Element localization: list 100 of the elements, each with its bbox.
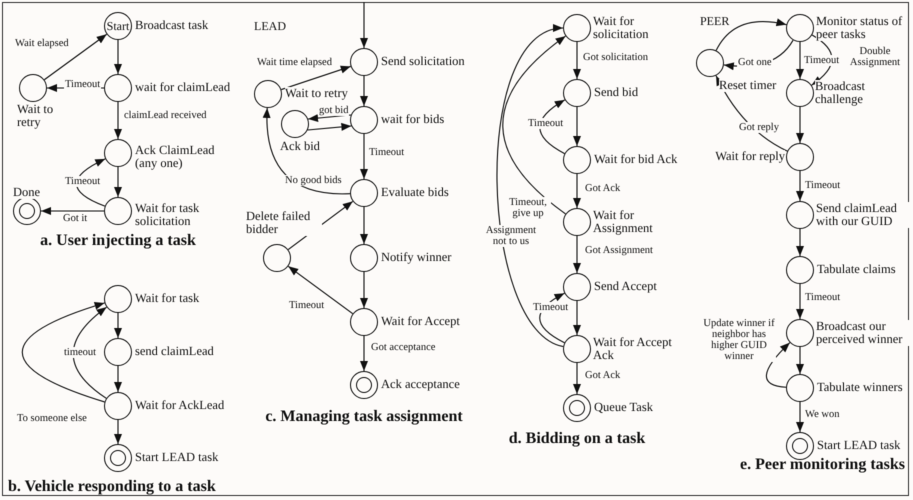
final-state-circle bbox=[563, 394, 591, 422]
state-label: Wait for AckLead bbox=[135, 399, 224, 412]
transition-arrow bbox=[308, 122, 352, 131]
edge-label: Got reply bbox=[738, 122, 780, 133]
edge-label: Got it bbox=[62, 213, 88, 224]
state-label: Reset timer bbox=[719, 79, 776, 92]
final-state-circle bbox=[350, 371, 378, 399]
state-circle bbox=[696, 49, 724, 77]
edge-label: We won bbox=[804, 409, 840, 420]
edge-label: To someone else bbox=[16, 413, 88, 424]
transition-arrow bbox=[360, 336, 368, 371]
state-circle bbox=[350, 179, 378, 207]
transition-arrow bbox=[796, 284, 804, 319]
state-circle bbox=[563, 14, 591, 42]
transition-arrow bbox=[573, 363, 581, 394]
edge-label: timeout bbox=[63, 347, 98, 358]
transition-arrow bbox=[360, 272, 368, 308]
state-circle bbox=[281, 110, 309, 138]
transition-arrow bbox=[796, 229, 804, 256]
state-label: Queue Task bbox=[594, 401, 653, 414]
transition-arrow bbox=[796, 107, 804, 143]
edge-label: No good bids bbox=[284, 175, 343, 186]
transition-arrow bbox=[573, 301, 581, 335]
transition-arrow bbox=[114, 366, 122, 392]
edge-label: Timeout bbox=[368, 147, 406, 158]
transition-arrow bbox=[360, 76, 368, 106]
transition-arrow bbox=[573, 107, 581, 146]
final-state-circle bbox=[104, 444, 132, 472]
state-circle bbox=[104, 285, 132, 313]
state-label: Evaluate bids bbox=[381, 186, 449, 199]
state-label: Wait to retry bbox=[285, 87, 348, 100]
state-circle bbox=[104, 392, 132, 420]
state-label: Send claimLead with our GUID bbox=[816, 202, 911, 228]
state-circle bbox=[350, 308, 378, 336]
transition-arrow bbox=[716, 18, 787, 51]
transition-arrow bbox=[360, 207, 368, 244]
transition-arrow bbox=[41, 207, 104, 215]
state-label: wait for claimLead bbox=[135, 81, 230, 94]
transition-arrow bbox=[76, 158, 106, 207]
state-label: Broadcast task bbox=[135, 19, 208, 32]
transition-arrow bbox=[114, 102, 122, 139]
edge-label: Timeout bbox=[64, 176, 102, 187]
transition-arrow bbox=[796, 402, 804, 432]
edge-label: Update winner if neighbor has higher GUID winner bbox=[702, 318, 776, 362]
state-circle bbox=[350, 48, 378, 76]
transition-arrow bbox=[288, 266, 354, 314]
edge-label: Got solicitation bbox=[582, 52, 650, 63]
transition-arrow bbox=[496, 26, 564, 348]
transition-arrow bbox=[502, 36, 566, 214]
edge-label: Timeout bbox=[527, 118, 564, 129]
state-label: Start LEAD task bbox=[817, 439, 900, 452]
transition-arrow bbox=[114, 313, 122, 338]
transition-arrow bbox=[72, 306, 107, 399]
transition-arrow bbox=[114, 420, 122, 444]
state-circle bbox=[563, 273, 591, 301]
transition-arrow bbox=[114, 167, 122, 197]
edge-label: Timeout bbox=[64, 79, 102, 90]
state-circle bbox=[786, 374, 814, 402]
edge-label: Got Assignment bbox=[584, 245, 654, 256]
state-circle bbox=[786, 14, 814, 42]
state-circle bbox=[350, 106, 378, 134]
transition-arrow bbox=[360, 2, 368, 48]
transition-arrow bbox=[360, 134, 368, 179]
state-label: Notify winner bbox=[381, 251, 452, 264]
transition-arrow bbox=[573, 236, 581, 273]
state-label: Send solicitation bbox=[381, 55, 465, 68]
state-circle: Start bbox=[104, 12, 132, 40]
state-circle bbox=[104, 338, 132, 366]
edge-label: Wait elapsed bbox=[14, 38, 70, 49]
state-label: Done bbox=[13, 186, 40, 199]
state-label: Broadcast our perceived winner bbox=[816, 320, 911, 346]
transition-arrow bbox=[573, 174, 581, 208]
state-circle bbox=[104, 197, 132, 225]
state-label: Send bid bbox=[594, 86, 638, 99]
transition-arrow bbox=[796, 171, 804, 201]
state-circle bbox=[563, 208, 591, 236]
panel-caption: c. Managing task assignment bbox=[265, 408, 463, 426]
state-circle bbox=[786, 319, 814, 347]
state-label: Wait for bid Ack bbox=[594, 153, 678, 166]
state-circle bbox=[263, 244, 291, 272]
state-label: Delete failed bidder bbox=[246, 210, 322, 236]
state-label: Tabulate claims bbox=[817, 263, 896, 276]
state-label: Wait for Accept bbox=[381, 315, 460, 328]
state-label: wait for bids bbox=[381, 113, 444, 126]
state-circle bbox=[786, 256, 814, 284]
state-label: send claimLead bbox=[135, 345, 214, 358]
state-circle bbox=[254, 80, 282, 108]
transition-arrow bbox=[281, 66, 351, 90]
edge-label: Got acceptance bbox=[370, 342, 436, 353]
state-circle bbox=[786, 201, 814, 229]
state-label: Send Accept bbox=[594, 280, 657, 293]
transition-arrow bbox=[539, 99, 566, 154]
edge-label: Got Ack bbox=[584, 183, 622, 194]
transition-arrow bbox=[22, 302, 105, 402]
transition-arrow bbox=[766, 342, 790, 388]
state-label: Wait for task bbox=[135, 292, 200, 305]
transition-arrow bbox=[573, 42, 581, 79]
role-label: PEER bbox=[700, 14, 730, 29]
state-circle bbox=[563, 335, 591, 363]
state-circle bbox=[786, 79, 814, 107]
